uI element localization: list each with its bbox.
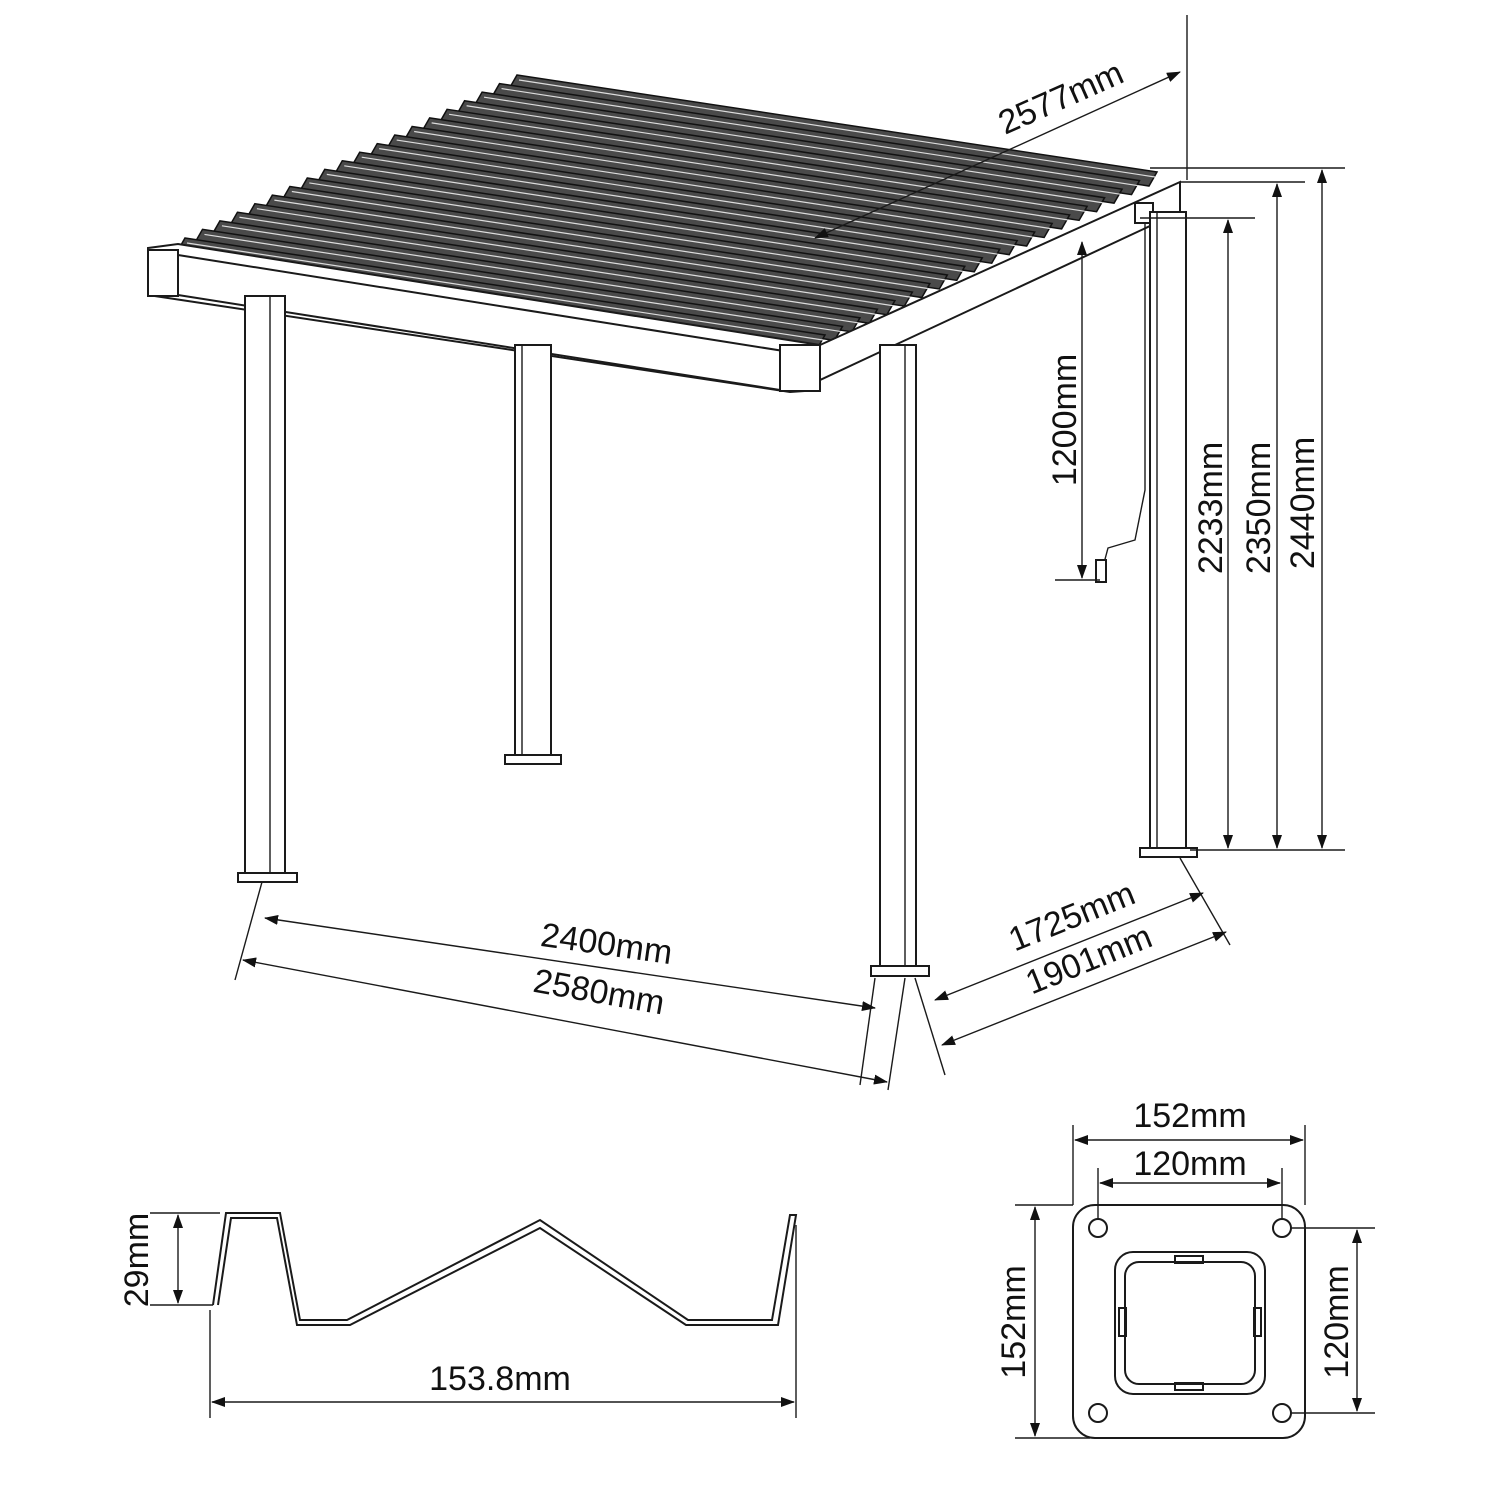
label-width-inner: 2400mm [538, 916, 674, 972]
dimension-lines [242, 71, 1327, 1085]
label-width-outer: 2580mm [530, 962, 667, 1022]
louver-highlight [344, 165, 981, 264]
louver-highlight [309, 182, 946, 281]
bolt-hole [1088, 1403, 1108, 1423]
crank-handle [1099, 223, 1146, 579]
louver-highlight [256, 208, 893, 307]
label-roof-depth: 2577mm [993, 54, 1129, 143]
louver-profile: 29mm 153.8mm [118, 1212, 798, 1418]
louver-highlight [274, 199, 911, 298]
label-beam-top-height: 2350mm [1240, 442, 1278, 574]
label-profile-height: 29mm [118, 1213, 156, 1307]
base-plate: 152mm 120mm 152mm 120mm [995, 1097, 1375, 1439]
louver-highlight [291, 190, 928, 290]
beam-end-right [779, 344, 821, 392]
label-profile-width: 153.8mm [429, 1360, 571, 1398]
leg-back-middle [504, 344, 562, 765]
label-clearance-height: 2233mm [1192, 442, 1230, 574]
bolt-hole [1088, 1218, 1108, 1238]
leg-front-right [870, 344, 930, 977]
label-plate-height: 152mm [995, 1265, 1033, 1378]
label-hole-spacing-y: 120mm [1318, 1265, 1356, 1378]
label-hole-spacing-x: 120mm [1133, 1145, 1246, 1183]
legs [237, 211, 1198, 977]
profile-shape [212, 1212, 798, 1326]
louver-highlight [326, 173, 963, 272]
beam-end-left [147, 249, 179, 297]
louver-highlight [221, 225, 859, 324]
label-overall-height: 2440mm [1284, 437, 1322, 569]
bolt-hole [1272, 1403, 1292, 1423]
label-plate-width: 152mm [1133, 1097, 1246, 1135]
louver-highlight [204, 233, 841, 333]
label-crank-height: 1200mm [1046, 354, 1084, 486]
leg-front-left [237, 295, 298, 883]
leg-back-right [1139, 211, 1198, 858]
bolt-hole [1272, 1218, 1292, 1238]
louver-highlight [239, 216, 876, 315]
louver-highlight [186, 242, 824, 341]
